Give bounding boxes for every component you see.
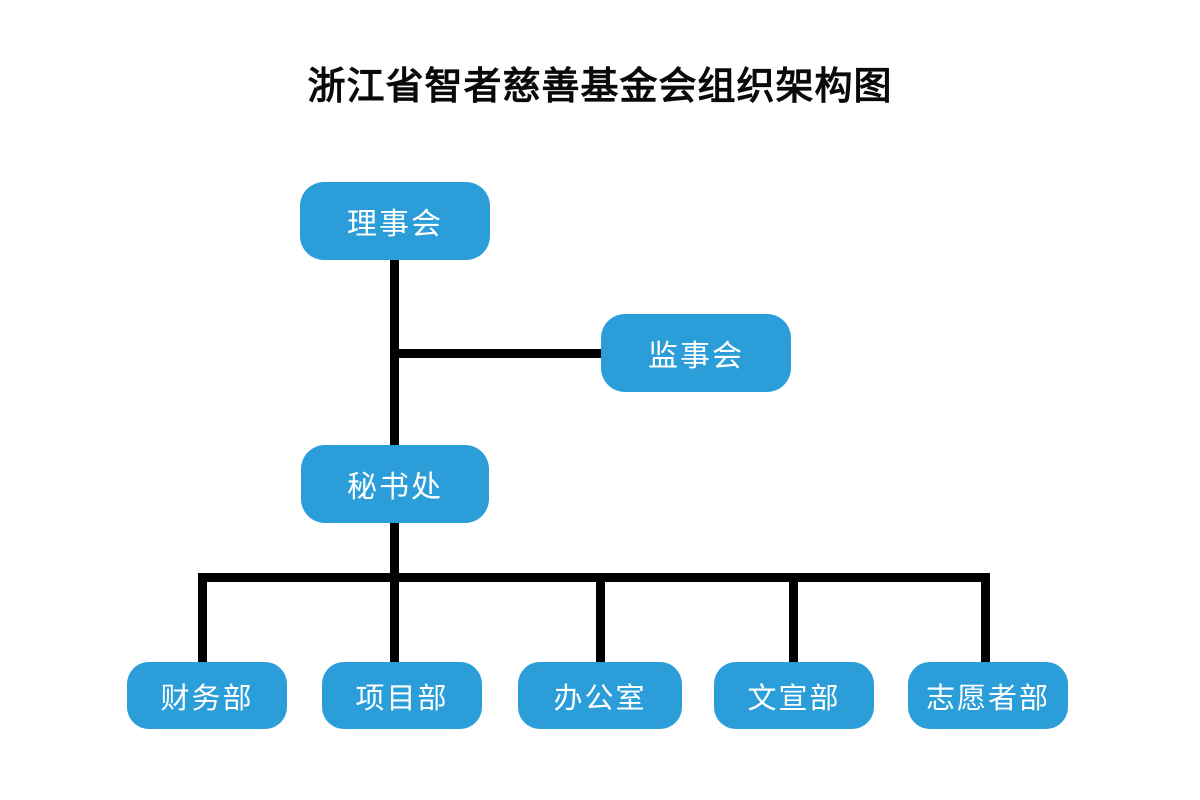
connector-drop-publicity — [789, 573, 798, 664]
connector-branch-to-supervisors — [394, 349, 602, 358]
connector-distribution-bar — [198, 573, 990, 582]
connector-drop-finance — [198, 573, 207, 664]
connector-drop-volunteers — [981, 573, 990, 664]
node-publicity-department: 文宣部 — [714, 662, 874, 729]
node-projects-department: 项目部 — [322, 662, 482, 729]
connector-drop-office — [596, 573, 605, 664]
node-board-of-directors: 理事会 — [300, 182, 490, 260]
node-board-of-supervisors: 监事会 — [601, 314, 791, 392]
connector-secretariat-to-projects — [390, 522, 399, 664]
chart-title: 浙江省智者慈善基金会组织架构图 — [307, 66, 893, 108]
node-volunteers-department: 志愿者部 — [908, 662, 1068, 729]
node-finance-department: 财务部 — [127, 662, 287, 729]
node-secretariat: 秘书处 — [301, 445, 489, 523]
node-general-office: 办公室 — [518, 662, 682, 729]
